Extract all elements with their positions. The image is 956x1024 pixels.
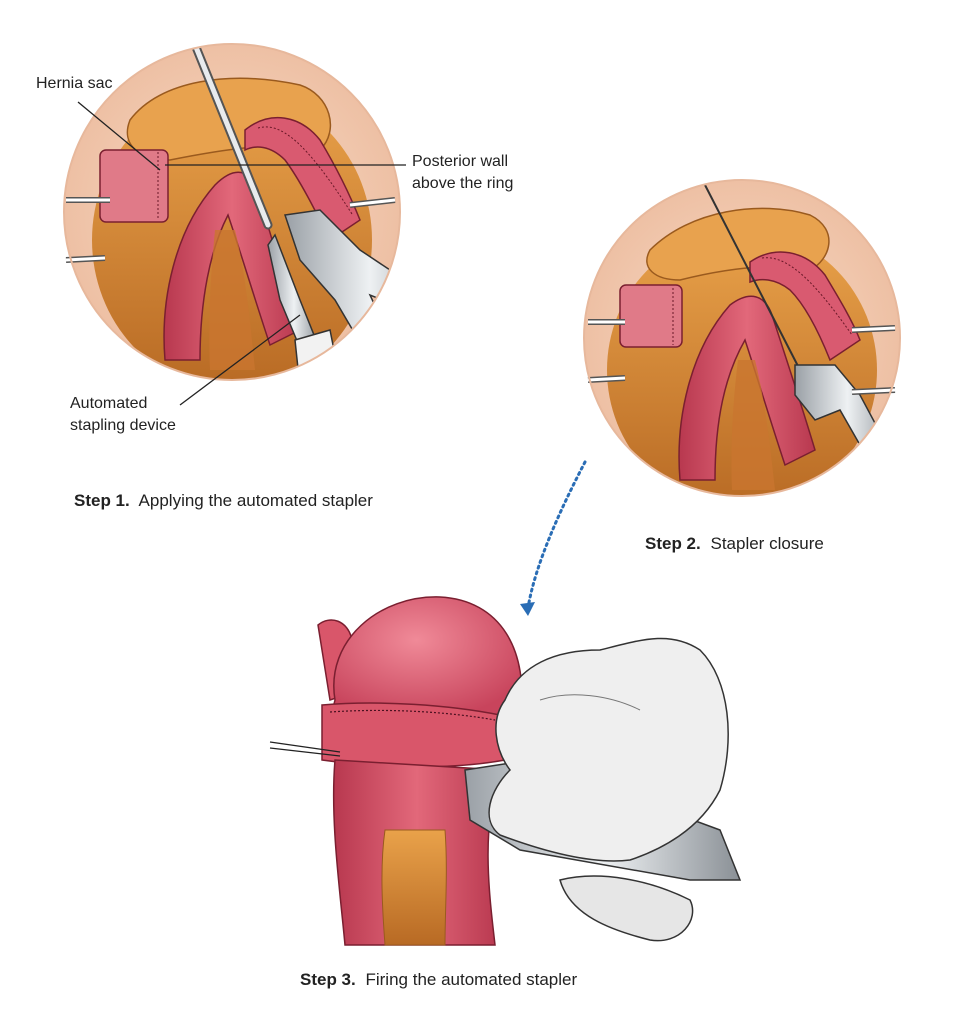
flow-arrow (520, 460, 587, 616)
caption-step3: Step 3. Firing the automated stapler (300, 970, 577, 989)
gloved-hand (488, 637, 729, 942)
caption-step1: Step 1. Applying the automated stapler (74, 491, 373, 510)
svg-text:Automated: Automated (70, 395, 147, 412)
svg-text:above the ring: above the ring (412, 175, 513, 192)
label-stapling-device: Automated stapling device (70, 314, 301, 434)
label-posterior-wall: Posterior wall above the ring (165, 153, 513, 192)
step1-illustration (63, 43, 401, 381)
step2-illustration (583, 179, 901, 497)
svg-text:Posterior wall: Posterior wall (412, 153, 508, 170)
caption-step2: Step 2. Stapler closure (645, 534, 824, 553)
label-hernia-sac: Hernia sac (36, 75, 161, 171)
svg-text:stapling device: stapling device (70, 417, 176, 434)
step3-illustration (269, 596, 742, 946)
svg-text:Hernia sac: Hernia sac (36, 75, 112, 92)
